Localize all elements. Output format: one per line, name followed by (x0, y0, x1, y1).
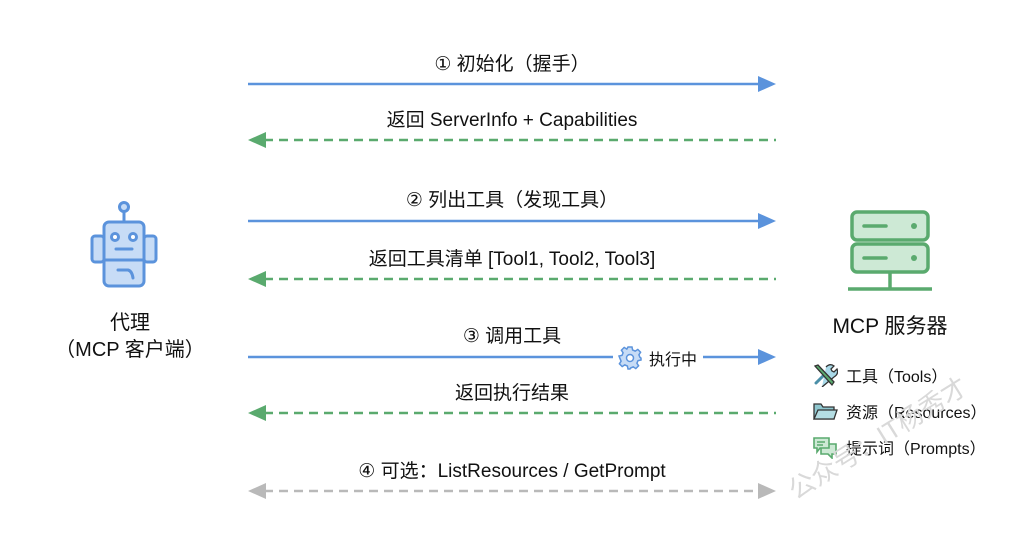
executing-annotation: 执行中 (613, 344, 704, 372)
capability-tools: 工具（Tools） (812, 362, 947, 388)
tools-icon (813, 364, 838, 387)
robot-icon (90, 201, 158, 288)
capability-prompts-label: 提示词（Prompts） (846, 441, 986, 458)
message-label-call-tool: ③ 调用工具 (462, 326, 562, 347)
arrowhead-left (248, 271, 266, 287)
chat-icon (813, 437, 837, 459)
server-label: MCP 服务器 (832, 315, 948, 338)
arrowhead-right (758, 76, 776, 92)
arrowhead-right (758, 483, 776, 499)
capability-tools-label: 工具（Tools） (846, 369, 948, 386)
capability-resources: 资源（Resources） (812, 398, 986, 424)
message-label-optional: ④ 可选：ListResources / GetPrompt (358, 461, 666, 482)
client-label: 代理 (110, 312, 150, 334)
server-icon (848, 210, 932, 291)
capability-resources-label: 资源（Resources） (846, 405, 987, 422)
client-sublabel: （MCP 客户端） (55, 339, 205, 361)
message-label-initialize: ① 初始化（握手） (434, 54, 590, 75)
message-label-tools-list: 返回工具清单 [Tool1, Tool2, Tool3] (368, 249, 656, 270)
message-label-list-tools: ② 列出工具（发现工具） (405, 190, 619, 211)
arrowhead-left (248, 483, 266, 499)
arrowhead-left (248, 405, 266, 421)
message-label-serverinfo: 返回 ServerInfo + Capabilities (386, 110, 638, 131)
arrowhead-right (758, 349, 776, 365)
message-label-result: 返回执行结果 (454, 383, 569, 404)
folder-icon (812, 403, 838, 420)
arrowhead-right (758, 213, 776, 229)
gear-icon (617, 346, 642, 370)
executing-label: 执行中 (649, 352, 698, 369)
capability-prompts: 提示词（Prompts） (812, 434, 986, 460)
arrowhead-left (248, 132, 266, 148)
